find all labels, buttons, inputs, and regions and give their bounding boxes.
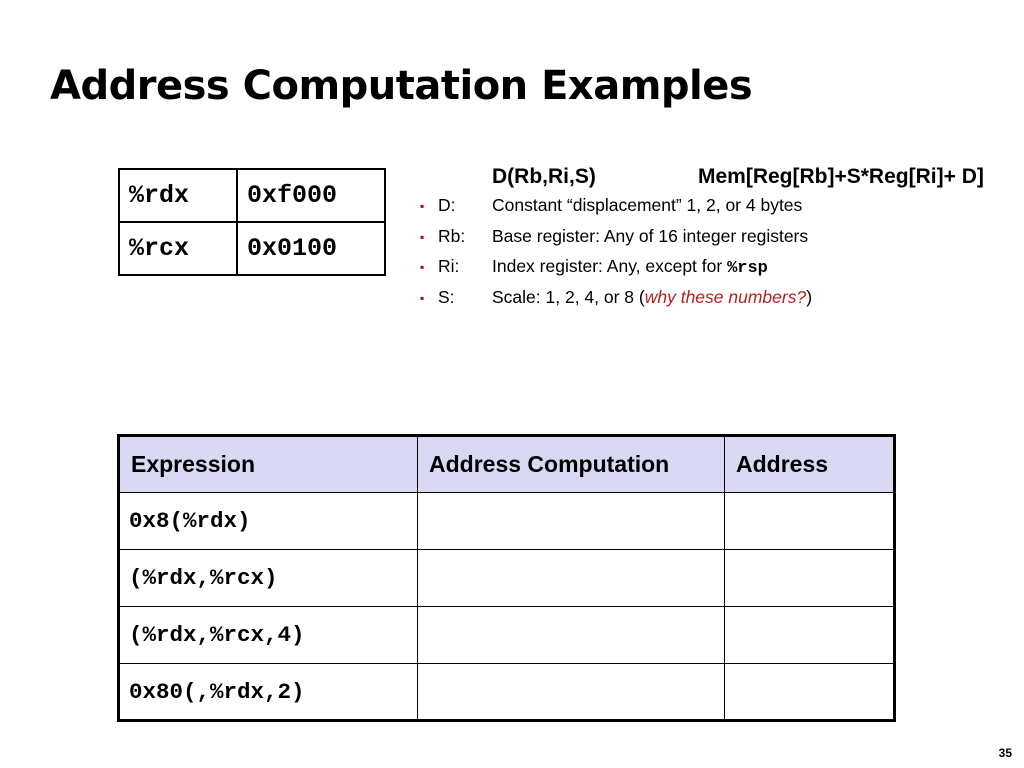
computation-cell bbox=[417, 492, 725, 550]
expression-table: Expression Address Computation Address 0… bbox=[117, 434, 896, 722]
list-item-description: Constant “displacement” 1, 2, or 4 bytes bbox=[492, 195, 803, 215]
register-name: %rdx bbox=[118, 168, 238, 223]
list-item-description: Scale: 1, 2, 4, or 8 (why these numbers?… bbox=[492, 287, 812, 308]
register-value: 0x0100 bbox=[236, 221, 386, 276]
list-item: ▪ Ri: Index register: Any, except for %r… bbox=[420, 256, 1020, 287]
address-cell bbox=[724, 492, 895, 550]
addressing-mode-panel: D(Rb,Ri,S) Mem[Reg[Rb]+S*Reg[Ri]+ D] ▪ D… bbox=[420, 165, 1020, 317]
addressing-mode-form: D(Rb,Ri,S) bbox=[492, 165, 596, 188]
address-cell bbox=[724, 606, 895, 664]
list-item-term: Rb: bbox=[438, 225, 466, 246]
list-item: ▪ S: Scale: 1, 2, 4, or 8 (why these num… bbox=[420, 287, 1020, 318]
list-item-description: Index register: Any, except for %rsp bbox=[492, 256, 768, 278]
list-item: ▪ D: Constant “displacement” 1, 2, or 4 … bbox=[420, 195, 1020, 226]
list-item: ▪ Rb: Base register: Any of 16 integer r… bbox=[420, 226, 1020, 257]
square-bullet-icon: ▪ bbox=[420, 260, 425, 274]
list-item-description: Base register: Any of 16 integer registe… bbox=[492, 225, 809, 246]
slide-title: Address Computation Examples bbox=[50, 63, 753, 109]
highlight-question: why these numbers? bbox=[644, 286, 807, 307]
expression-cell: (%rdx,%rcx) bbox=[118, 549, 418, 607]
register-name: %rcx bbox=[118, 221, 238, 276]
column-header-expression: Expression bbox=[118, 435, 418, 493]
table-row: 0x8(%rdx) bbox=[118, 492, 895, 550]
description-text: Scale: 1, 2, 4, or 8 ( bbox=[492, 286, 645, 307]
expression-cell: 0x8(%rdx) bbox=[118, 492, 418, 550]
expression-cell: 0x80(,%rdx,2) bbox=[118, 663, 418, 721]
table-row: (%rdx,%rcx,4) bbox=[118, 606, 895, 664]
square-bullet-icon: ▪ bbox=[420, 199, 425, 213]
column-header-address: Address bbox=[724, 435, 895, 493]
register-value: 0xf000 bbox=[236, 168, 386, 223]
square-bullet-icon: ▪ bbox=[420, 229, 425, 244]
computation-cell bbox=[417, 549, 725, 607]
description-text: Index register: Any, except for bbox=[492, 256, 728, 276]
table-row: (%rdx,%rcx) bbox=[118, 549, 895, 607]
table-row: 0x80(,%rdx,2) bbox=[118, 663, 895, 721]
register-row: %rcx 0x0100 bbox=[118, 221, 386, 276]
register-code: %rsp bbox=[727, 259, 768, 278]
list-item-term: D: bbox=[438, 195, 456, 215]
square-bullet-icon: ▪ bbox=[420, 290, 425, 305]
table-header-row: Expression Address Computation Address bbox=[118, 435, 895, 493]
register-table: %rdx 0xf000 %rcx 0x0100 bbox=[118, 168, 386, 276]
address-cell bbox=[724, 663, 895, 721]
computation-cell bbox=[417, 663, 725, 721]
column-header-address-computation: Address Computation bbox=[417, 435, 725, 493]
description-text-suffix: ) bbox=[806, 286, 813, 307]
addressing-mode-list: ▪ D: Constant “displacement” 1, 2, or 4 … bbox=[420, 195, 1020, 317]
list-item-term: S: bbox=[438, 286, 455, 307]
expression-cell: (%rdx,%rcx,4) bbox=[118, 606, 418, 664]
address-cell bbox=[724, 549, 895, 607]
addressing-mode-header: D(Rb,Ri,S) Mem[Reg[Rb]+S*Reg[Ri]+ D] bbox=[420, 165, 1020, 195]
addressing-mode-expression: Mem[Reg[Rb]+S*Reg[Ri]+ D] bbox=[698, 165, 984, 188]
list-item-term: Ri: bbox=[438, 256, 460, 276]
page-number: 35 bbox=[998, 746, 1012, 760]
register-row: %rdx 0xf000 bbox=[118, 168, 386, 223]
computation-cell bbox=[417, 606, 725, 664]
